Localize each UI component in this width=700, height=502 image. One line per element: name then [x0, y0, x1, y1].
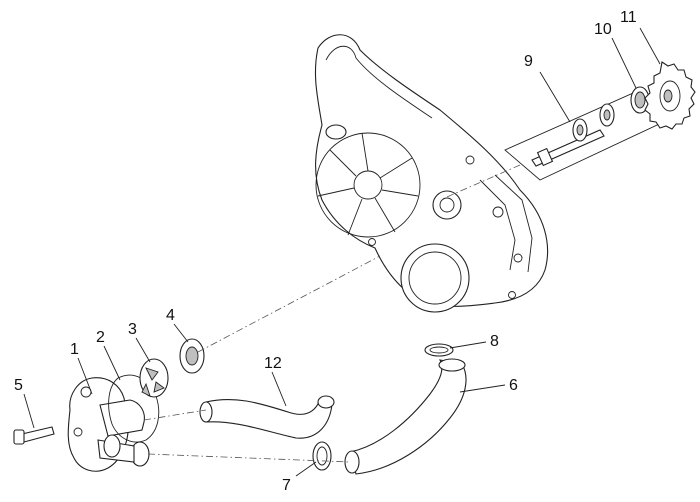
- oil-seal-ring: [630, 86, 650, 114]
- callout-4: 4: [166, 307, 175, 324]
- engine-side-cover: [314, 34, 549, 313]
- callout-9: 9: [524, 53, 533, 70]
- callout-2: 2: [96, 329, 105, 346]
- pump-shaft-assembly: [504, 89, 673, 181]
- callout-11: 11: [620, 9, 637, 26]
- leader-5: [23, 393, 35, 429]
- assembly-line-hose-upper: [143, 409, 207, 421]
- callout-6: 6: [509, 377, 518, 394]
- callout-10: 10: [594, 21, 612, 38]
- water-pump-housing: [67, 377, 150, 472]
- leader-3: [135, 337, 151, 363]
- callout-12: 12: [264, 355, 282, 372]
- hose-clamp-lower: [312, 441, 332, 471]
- callout-7: 7: [282, 477, 291, 494]
- shaft-seal: [179, 338, 205, 374]
- callout-3: 3: [128, 321, 137, 338]
- mounting-screw: [13, 426, 55, 445]
- leader-9: [539, 71, 571, 123]
- leader-4: [173, 323, 189, 343]
- leader-1: [77, 357, 93, 395]
- hose-clamp-upper: [424, 343, 454, 357]
- assembly-line-hose-lower: [147, 453, 351, 463]
- assembly-line-shaft: [197, 255, 381, 353]
- callout-1: 1: [70, 341, 79, 358]
- leader-8: [449, 341, 487, 349]
- leader-10: [611, 37, 637, 89]
- callout-8: 8: [490, 333, 499, 350]
- coolant-hose-lower: [344, 358, 467, 475]
- assembly-line-gear: [439, 164, 521, 201]
- leader-12: [271, 371, 287, 407]
- pump-drive-gear: [644, 61, 696, 130]
- leader-7: [295, 461, 317, 477]
- leader-11: [639, 27, 661, 65]
- leader-6: [459, 384, 506, 393]
- pump-impeller: [139, 358, 169, 398]
- coolant-hose-upper: [199, 395, 335, 439]
- callout-5: 5: [14, 377, 23, 394]
- leader-2: [103, 345, 121, 381]
